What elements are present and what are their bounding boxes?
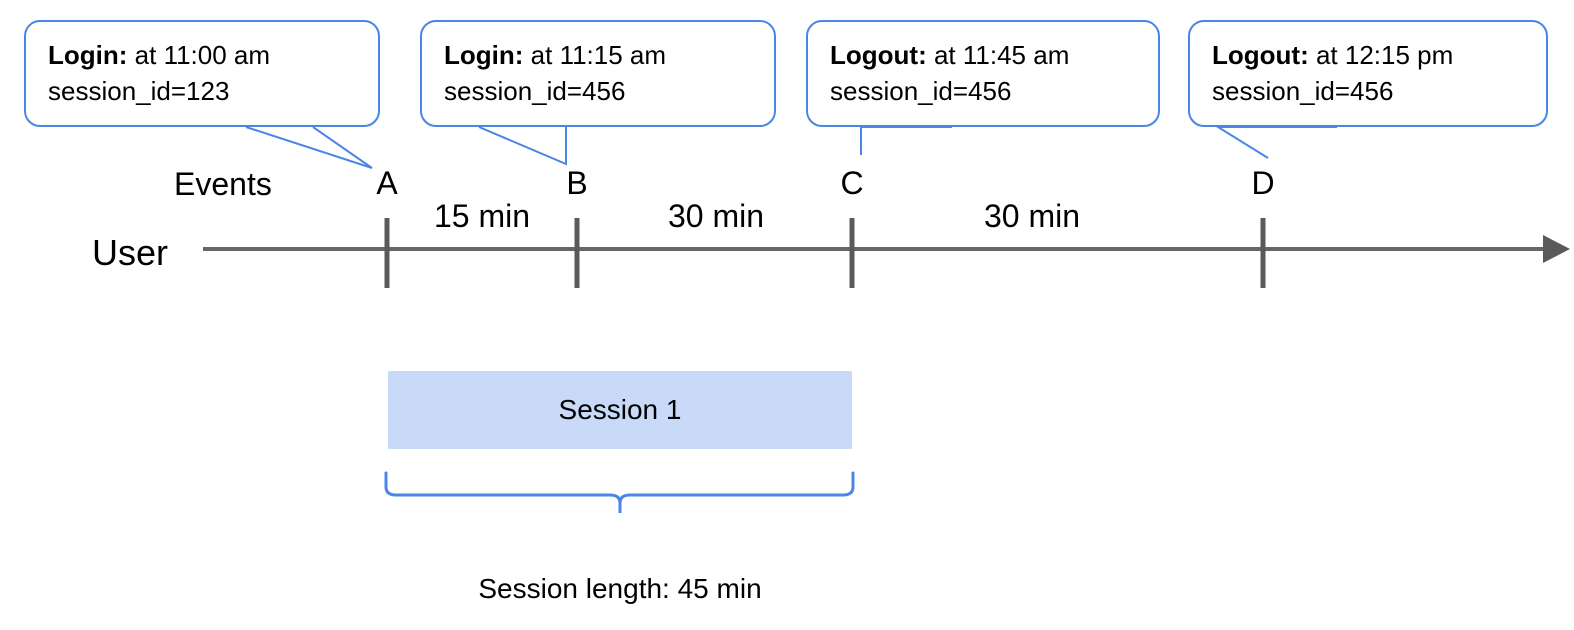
callout-tail-d <box>1214 126 1337 159</box>
session-bar-1[interactable]: Session 1 <box>388 371 852 449</box>
user-row-label: User <box>92 232 169 273</box>
callout-d[interactable]: Logout: at 12:15 pm session_id=456 <box>1188 20 1548 127</box>
session-length-caption: Session length: 45 min <box>478 573 762 604</box>
interval-label-bc: 30 min <box>667 198 765 234</box>
session-bar-label: Session 1 <box>558 394 682 425</box>
callout-d-time: at 12:15 pm <box>1315 40 1454 70</box>
callout-d-session: session_id=456 <box>1212 75 1394 106</box>
callout-d-line1: Logout: at 12:15 pm <box>1212 38 1526 74</box>
events-row-label: Events <box>174 166 272 202</box>
callout-b-session: session_id=456 <box>444 75 626 106</box>
session-brace <box>384 471 855 513</box>
interval-label-cd: 30 min <box>983 198 1081 234</box>
callout-tail-c <box>860 126 952 155</box>
callout-c-event: Logout: <box>830 40 927 70</box>
callout-c-time: at 11:45 am <box>933 40 1070 70</box>
interval-label-ab: 15 min <box>433 198 531 234</box>
callout-c[interactable]: Logout: at 11:45 am session_id=456 <box>806 20 1160 127</box>
callout-b-time: at 11:15 am <box>530 40 667 70</box>
callout-a-line1: Login: at 11:00 am <box>48 38 358 74</box>
callout-a-time: at 11:00 am <box>134 40 271 70</box>
marker-label-a: A <box>376 165 398 201</box>
callout-b-line1: Login: at 11:15 am <box>444 38 754 74</box>
marker-label-b: B <box>566 165 588 201</box>
callout-c-line1: Logout: at 11:45 am <box>830 38 1138 74</box>
callout-a-event: Login: <box>48 40 128 70</box>
callout-a[interactable]: Login: at 11:00 am session_id=123 <box>24 20 380 127</box>
marker-label-c: C <box>840 165 864 201</box>
marker-label-d: D <box>1251 165 1275 201</box>
callout-c-session: session_id=456 <box>830 75 1012 106</box>
timeline-axis-arrowhead <box>1543 235 1570 263</box>
callout-b[interactable]: Login: at 11:15 am session_id=456 <box>420 20 776 127</box>
callout-tail-b <box>478 126 567 166</box>
callout-d-event: Logout: <box>1212 40 1309 70</box>
callout-tail-a <box>245 126 373 169</box>
callout-a-session: session_id=123 <box>48 75 230 106</box>
callout-b-event: Login: <box>444 40 524 70</box>
